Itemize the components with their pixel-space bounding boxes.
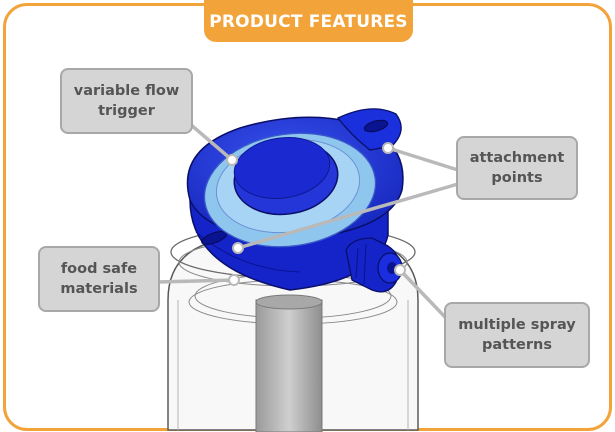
callout-line: multiple spray <box>458 317 576 333</box>
dot-trigger <box>226 154 238 166</box>
callout-food-safe-materials: food safe materials <box>38 246 160 312</box>
leader-attach-top <box>386 146 460 172</box>
callout-line: attachment <box>469 150 565 166</box>
callout-line: food safe <box>60 261 138 277</box>
leader-lines <box>156 122 460 320</box>
callout-attachment-points: attachment points <box>456 136 578 200</box>
page-title: PRODUCT FEATURES <box>209 12 408 32</box>
callout-line: materials <box>60 281 138 297</box>
callout-line: trigger <box>98 103 155 119</box>
dot-food <box>228 274 240 286</box>
spray-cap <box>186 108 404 293</box>
leader-food <box>156 278 236 284</box>
callout-line: points <box>491 170 543 186</box>
callout-multiple-spray-patterns: multiple spray patterns <box>444 302 590 368</box>
dot-spray <box>394 264 406 276</box>
leader-spray <box>398 268 448 320</box>
callout-variable-flow-trigger: variable flow trigger <box>60 68 193 134</box>
leader-trigger <box>188 122 234 162</box>
leader-attach-bottom <box>236 182 460 250</box>
dot-attach-top <box>382 142 394 154</box>
dip-tube <box>255 294 323 432</box>
callout-line: variable flow <box>73 83 180 99</box>
callout-line: patterns <box>482 337 552 353</box>
leader-dots <box>226 142 406 286</box>
dot-attach-bottom <box>232 242 244 254</box>
header-tab: PRODUCT FEATURES <box>204 0 413 42</box>
